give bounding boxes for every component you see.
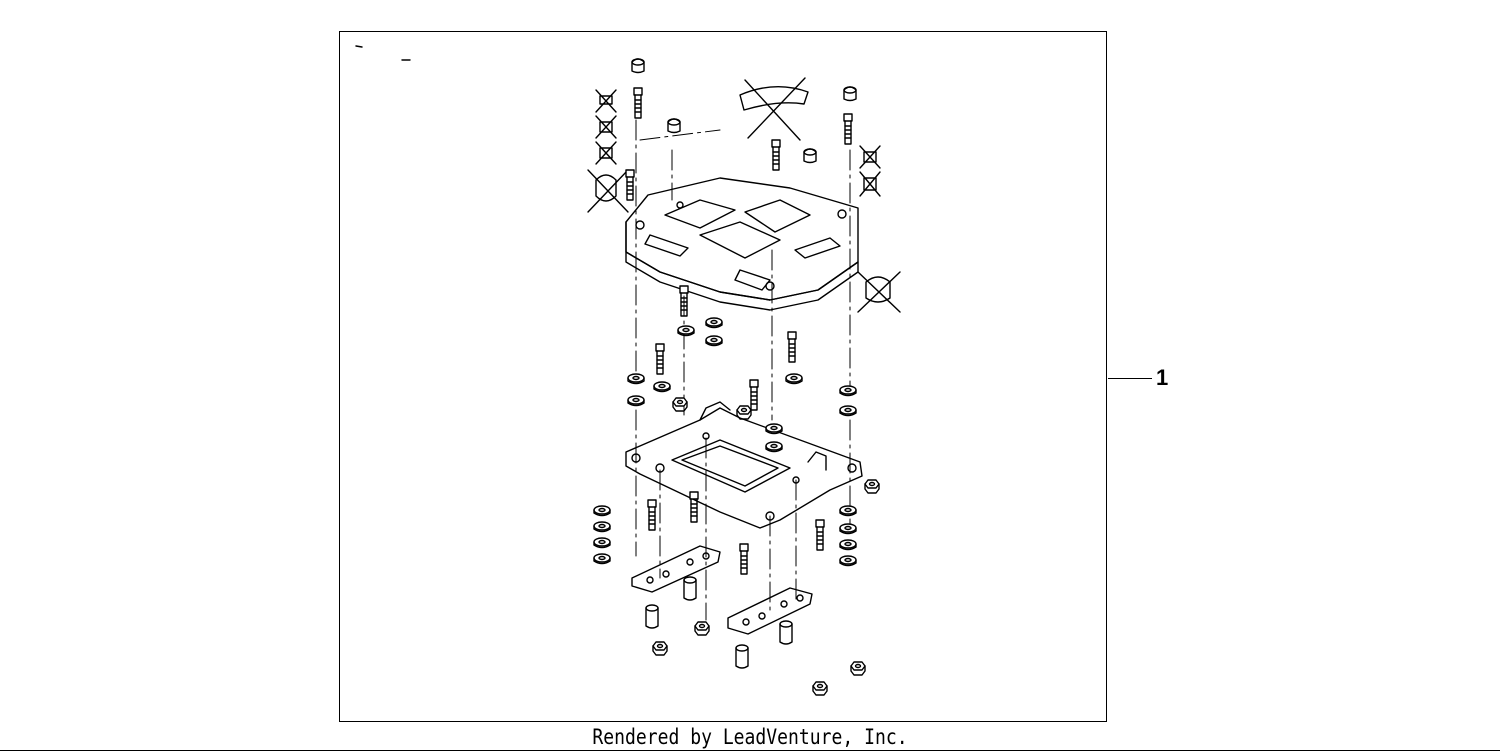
top-mount-plate (625, 177, 859, 311)
callout-number-1: 1 (1156, 365, 1169, 390)
crossed-out-parts (587, 77, 901, 313)
lower-bracket-right (727, 587, 813, 635)
lower-bracket-left (631, 545, 721, 593)
callout-leader-line (1108, 378, 1152, 379)
bottom-divider (0, 750, 1500, 751)
render-credit: Rendered by LeadVenture, Inc. (592, 725, 908, 749)
bottom-frame-plate (625, 401, 863, 529)
fasteners (593, 58, 880, 696)
diagram-frame (339, 31, 1107, 722)
